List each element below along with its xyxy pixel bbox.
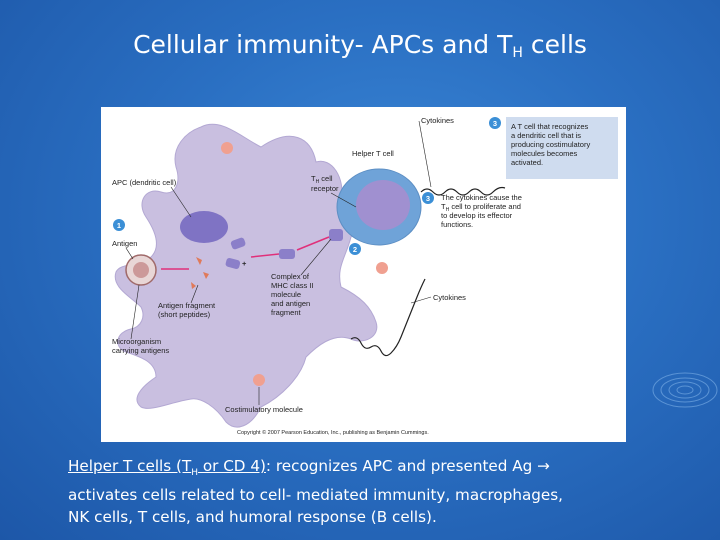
slide-title: Cellular immunity- APCs and TH cells — [133, 30, 587, 61]
label-complex-3: molecule — [271, 290, 301, 299]
label-fragment-1: Antigen fragment — [158, 301, 216, 310]
callout-box-line: producing costimulatory — [511, 140, 590, 149]
step-badge-3a — [489, 117, 501, 129]
label-micro-2: carrying antigens — [112, 346, 169, 355]
label-apc: APC (dendritic cell) — [112, 178, 177, 187]
costim-molecule — [376, 262, 388, 274]
callout-3-line: to develop its effector — [441, 211, 513, 220]
callout-box-line: A T cell that recognizes — [511, 122, 589, 131]
mhc-vesicle — [279, 249, 295, 259]
helper-t-nucleus — [356, 180, 410, 230]
label-complex-2: MHC class II — [271, 281, 314, 290]
label-fragment-2: (short peptides) — [158, 310, 211, 319]
mhc-on-surface — [329, 229, 343, 241]
antigen-fragment — [203, 272, 209, 279]
label-helper-t-cell: Helper T cell — [352, 149, 394, 158]
label-costim: Costimulatory molecule — [225, 405, 303, 414]
antigen-fragment — [191, 282, 196, 289]
copyright: Copyright © 2007 Pearson Education, Inc.… — [237, 429, 429, 436]
step-3a-number: 3 — [493, 119, 497, 128]
microorganism-core — [133, 262, 149, 278]
label-complex-4: and antigen — [271, 299, 310, 308]
body-line-3: NK cells, T cells, and humoral response … — [68, 508, 437, 527]
antigen-fragment — [196, 257, 202, 265]
diagram-canvas: 1 2 3 3 Cytokines Helper T cell TH cell … — [112, 116, 618, 436]
apc-nucleus — [180, 211, 228, 243]
cytokine-wave-top — [420, 186, 506, 196]
callout-box — [506, 117, 618, 179]
label-cytokines-top: Cytokines — [421, 116, 454, 125]
callout-box-line: molecules becomes — [511, 149, 578, 158]
leader-lines — [125, 120, 432, 405]
label-complex-1: Complex of — [271, 272, 310, 281]
mhc-vesicle — [225, 257, 241, 269]
callout-3-line: The cytokines cause the — [441, 193, 522, 202]
step-badge-2 — [349, 243, 361, 255]
label-complex-5: fragment — [271, 308, 302, 317]
callout-3-line: functions. — [441, 220, 473, 229]
label-micro-1: Microorganism — [112, 337, 161, 346]
callout-box-line: a dendritic cell that is — [511, 131, 581, 140]
step-badge-1 — [113, 219, 125, 231]
transport-arrow — [250, 253, 280, 258]
callout-box-line: activated. — [511, 158, 543, 167]
costim-molecule — [221, 142, 233, 154]
arrow-glyph: → — [537, 457, 550, 475]
label-antigen: Antigen — [112, 239, 137, 248]
step-2-number: 2 — [353, 245, 357, 254]
step-1-number: 1 — [117, 221, 121, 230]
label-th-cell: TH cell — [311, 174, 333, 185]
label-cytokines-right: Cytokines — [433, 293, 466, 302]
body-line-2: activates cells related to cell- mediate… — [68, 486, 564, 505]
step-3b-number: 3 — [426, 194, 430, 203]
ripple-decoration — [652, 372, 718, 408]
transport-arrow — [296, 236, 330, 251]
term-helper-t-cells: Helper T cells (TH or CD 4) — [68, 457, 266, 479]
body-paragraph: Helper T cells (TH or CD 4): recognizes … — [68, 457, 564, 527]
step-badge-3b — [422, 192, 434, 204]
plus-sign: + — [242, 259, 247, 268]
mhc-vesicle — [230, 237, 246, 250]
label-receptor: receptor — [311, 184, 339, 193]
cytokine-wave-right — [350, 278, 426, 357]
apc-diagram: 1 2 3 3 Cytokines Helper T cell TH cell … — [101, 107, 626, 442]
costim-molecule — [253, 374, 265, 386]
callout-3-line: TH cell to proliferate and — [441, 202, 521, 213]
